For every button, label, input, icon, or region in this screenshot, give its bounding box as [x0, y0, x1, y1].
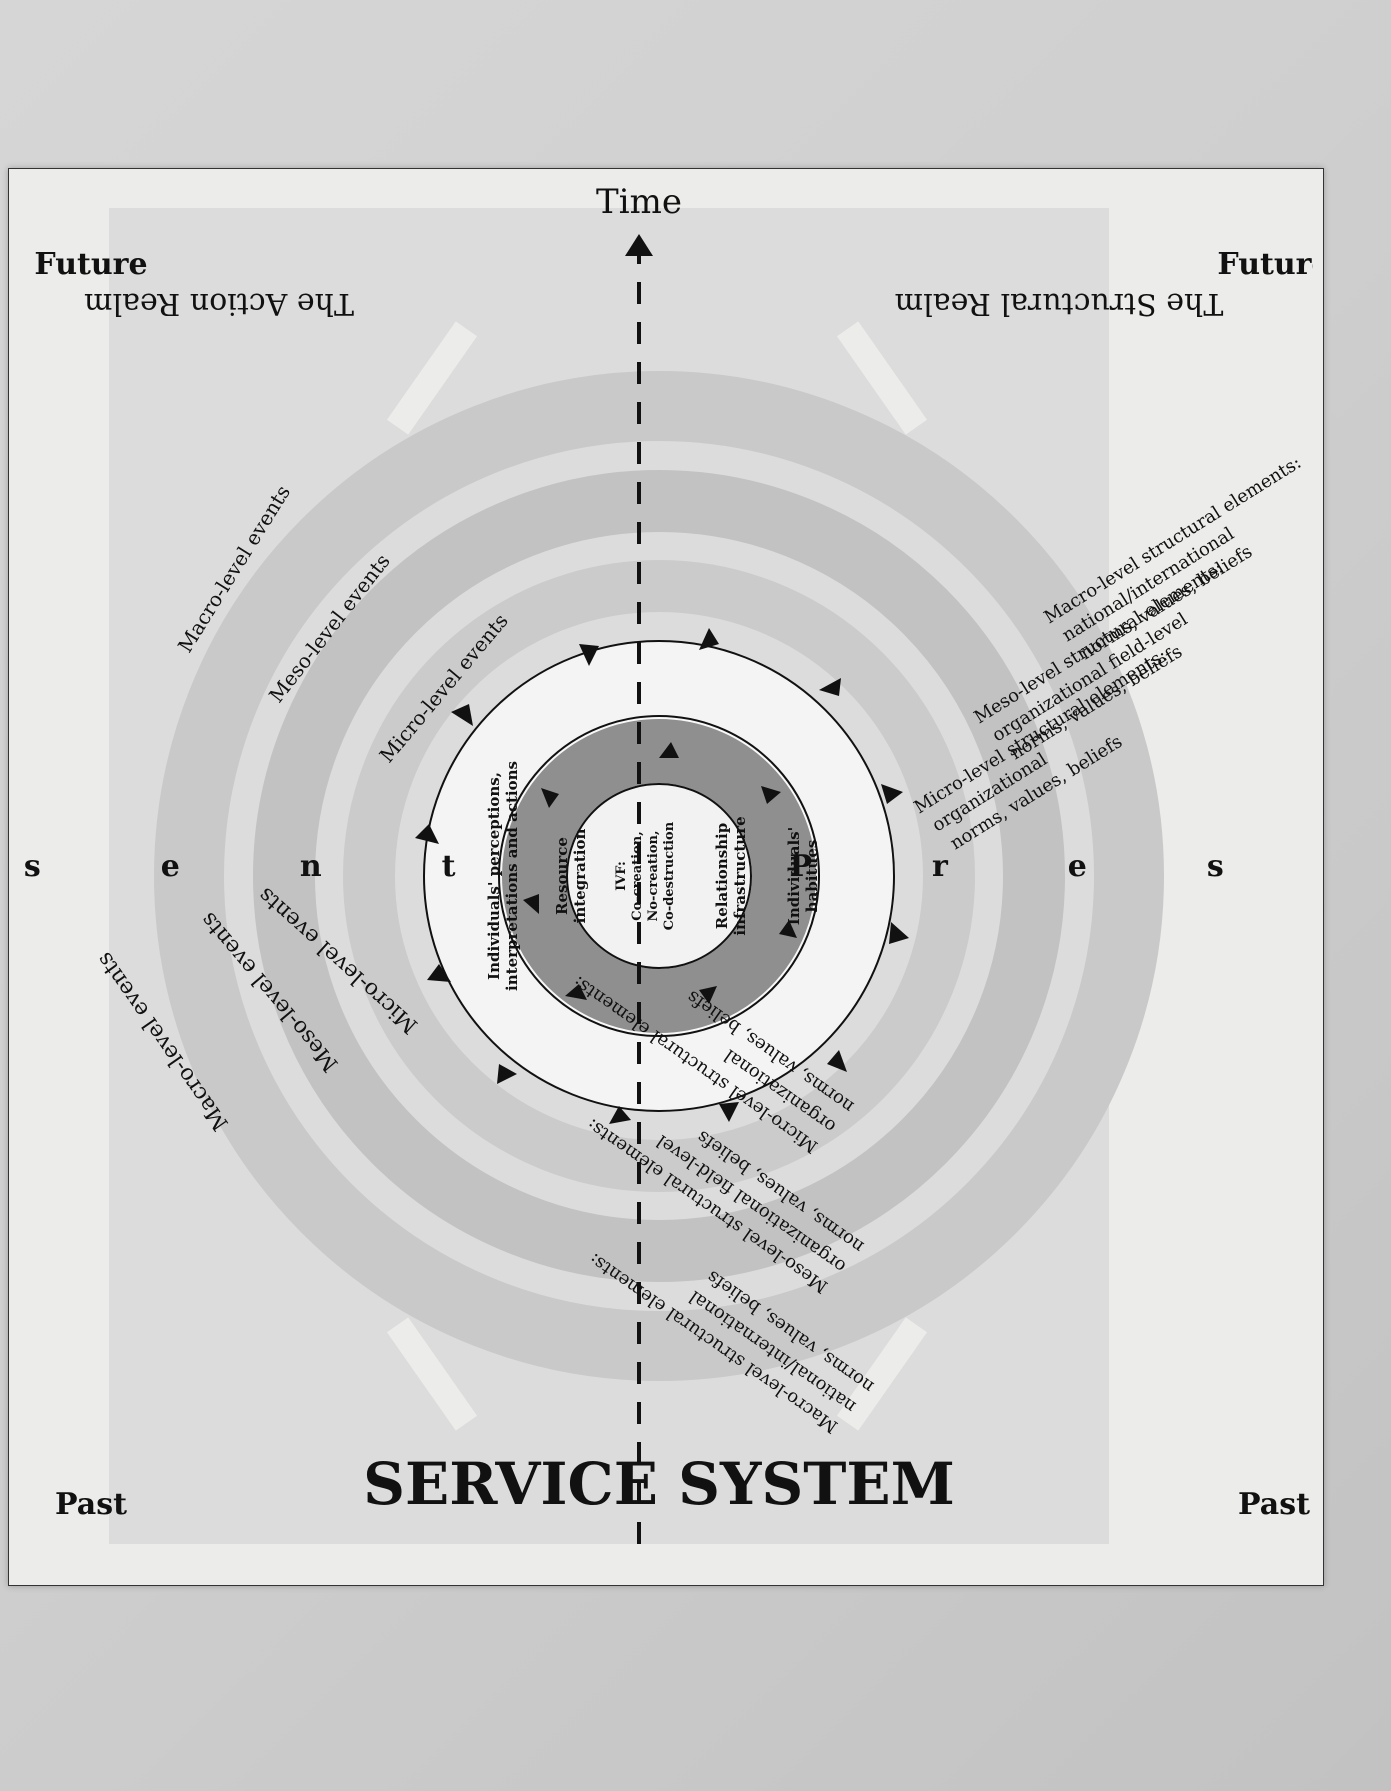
- arrow-18: [779, 920, 797, 938]
- arrow-14: [523, 894, 539, 914]
- time-label: Time: [596, 182, 682, 222]
- dark-ring: [502, 719, 816, 1033]
- arrow-12: [719, 1102, 739, 1122]
- service-system-diagram: SERVICE SYSTEM Time Past Present Future …: [0, 182, 1391, 1544]
- habitues-line-2: habitues: [803, 840, 821, 913]
- core-disk: [566, 783, 752, 969]
- arrow-9: [881, 784, 903, 804]
- gap-left-lower: [836, 1317, 928, 1431]
- micro-band: [343, 560, 975, 1192]
- band-gaps: [386, 321, 928, 1431]
- relationship-line-1: Relationship: [713, 823, 731, 930]
- present-top: Present: [19, 849, 576, 884]
- band-rings: [154, 371, 1164, 1381]
- relationship-line-2: infrastructure: [731, 816, 749, 935]
- present-bottom: Present: [789, 849, 1313, 884]
- arrow-19: [699, 986, 717, 1004]
- ive-line-2: No-creation,: [646, 831, 661, 922]
- arrow-2: [497, 1064, 517, 1084]
- habitues-line-1: Individuals': [785, 827, 803, 925]
- arrow-8: [819, 678, 841, 696]
- arrow-13: [565, 984, 587, 1000]
- document-page: SERVICE SYSTEM Time Past Present Future …: [0, 168, 1391, 1586]
- arrow-10: [889, 922, 909, 944]
- perceptions-line-1: Individuals' perceptions,: [485, 772, 503, 980]
- core-labels: Individuals' perceptions, interpretation…: [485, 761, 821, 991]
- arrow-16: [659, 742, 679, 758]
- arrow-6: [579, 644, 599, 666]
- future-top: Future: [34, 247, 147, 282]
- arrow-1: [609, 1106, 631, 1124]
- macro-band: [154, 371, 1164, 1381]
- diagram-title: SERVICE SYSTEM: [363, 1450, 955, 1518]
- structural-realm-label: The Structural Realm: [895, 286, 1224, 321]
- arrow-3: [427, 964, 451, 982]
- arrow-11: [827, 1050, 847, 1072]
- action-realm-label: The Action Realm: [84, 286, 354, 321]
- arrow-7: [699, 628, 719, 650]
- resource-line-2: integration: [571, 829, 589, 924]
- perceptions-line-2: interpretations and actions: [503, 761, 521, 991]
- gap-right-upper: [386, 321, 478, 435]
- past-bottom: Past: [1238, 1487, 1310, 1522]
- ive-label: IVF:: [614, 861, 629, 891]
- ive-line-3: Co-destruction: [662, 821, 677, 930]
- page-border: [8, 168, 1324, 1586]
- gap-right-lower: [836, 321, 928, 435]
- past-top: Past: [55, 1487, 127, 1522]
- arrow-15: [541, 788, 559, 808]
- meso-band: [253, 470, 1065, 1282]
- arrow-5: [451, 704, 473, 726]
- arrow-17: [761, 786, 781, 804]
- gap-left-upper: [386, 1317, 478, 1431]
- resource-line-1: Resource: [553, 837, 571, 915]
- ring-arrows: [415, 628, 909, 1124]
- ive-line-1: Co-creation,: [630, 831, 645, 920]
- diagram-stage: SERVICE SYSTEM Time Past Present Future …: [0, 168, 1391, 1584]
- arrow-4: [415, 824, 439, 844]
- time-axis-arrowhead: [625, 234, 653, 256]
- future-bottom: Future: [1217, 247, 1313, 282]
